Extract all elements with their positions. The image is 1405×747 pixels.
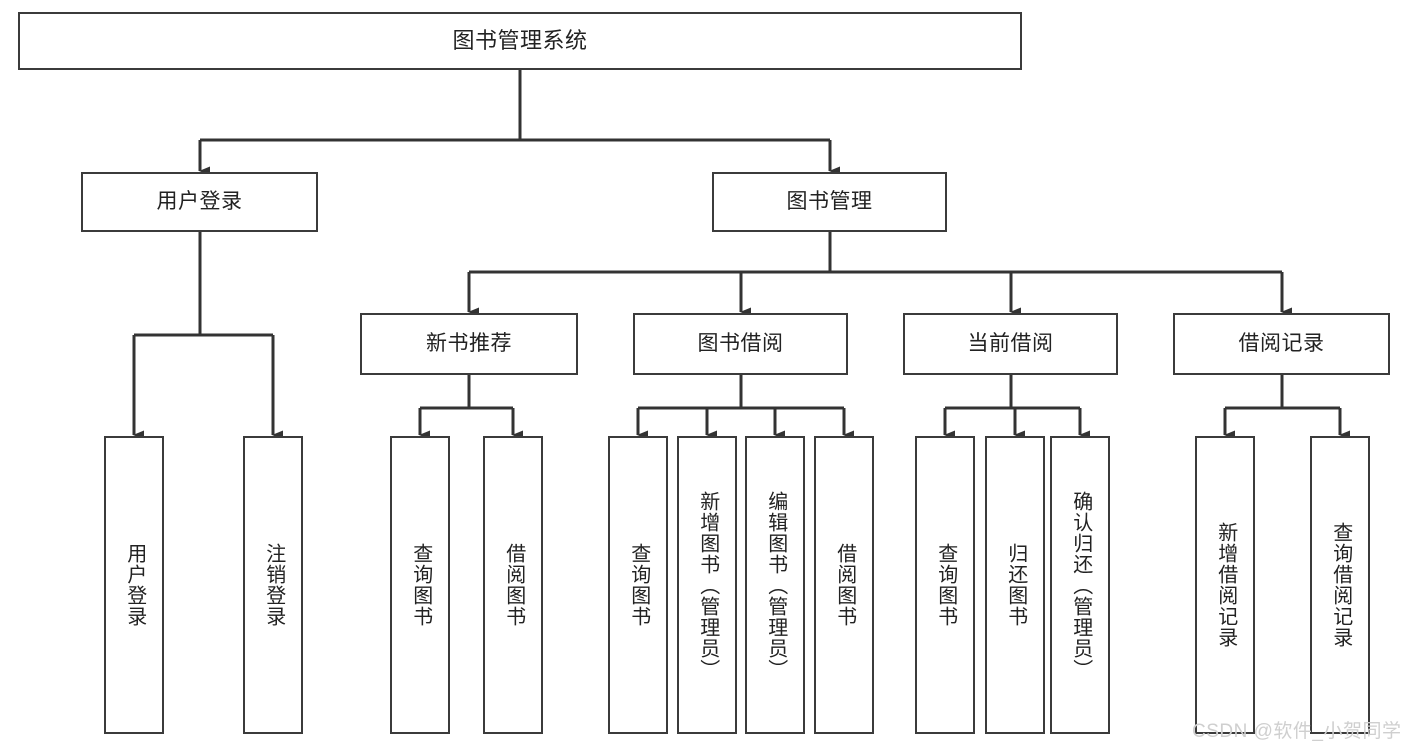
node-leaf-borrow-book-2[interactable]: 借阅图书 bbox=[814, 436, 874, 734]
node-leaf-query-record[interactable]: 查询借阅记录 bbox=[1310, 436, 1370, 734]
node-leaf-add-book[interactable]: 新增图书（管理员） bbox=[677, 436, 737, 734]
node-leaf-borrow-book-1[interactable]: 借阅图书 bbox=[483, 436, 543, 734]
node-label: 查询图书 bbox=[627, 543, 650, 627]
node-label: 用户登录 bbox=[123, 543, 146, 627]
node-leaf-return-book[interactable]: 归还图书 bbox=[985, 436, 1045, 734]
node-leaf-user-login[interactable]: 用户登录 bbox=[104, 436, 164, 734]
node-leaf-confirm-return[interactable]: 确认归还（管理员） bbox=[1050, 436, 1110, 734]
node-label: 新书推荐 bbox=[426, 332, 512, 356]
node-leaf-query-book-2[interactable]: 查询图书 bbox=[608, 436, 668, 734]
node-new-book-rec[interactable]: 新书推荐 bbox=[360, 313, 578, 375]
node-label: 新增图书（管理员） bbox=[696, 490, 719, 680]
node-label: 图书管理系统 bbox=[452, 27, 588, 53]
node-label: 图书借阅 bbox=[697, 332, 784, 356]
edges-group bbox=[132, 70, 1350, 440]
node-label: 借阅图书 bbox=[502, 543, 525, 627]
node-label: 图书管理 bbox=[786, 190, 873, 214]
node-current-borrow[interactable]: 当前借阅 bbox=[903, 313, 1118, 375]
node-leaf-logout[interactable]: 注销登录 bbox=[243, 436, 303, 734]
node-label: 借阅记录 bbox=[1238, 332, 1325, 356]
node-root[interactable]: 图书管理系统 bbox=[18, 12, 1022, 70]
node-leaf-query-book-1[interactable]: 查询图书 bbox=[390, 436, 450, 734]
node-label: 编辑图书（管理员） bbox=[764, 490, 787, 680]
node-label: 注销登录 bbox=[262, 543, 285, 627]
node-book-borrow[interactable]: 图书借阅 bbox=[633, 313, 848, 375]
node-label: 新增借阅记录 bbox=[1214, 522, 1237, 648]
node-leaf-add-record[interactable]: 新增借阅记录 bbox=[1195, 436, 1255, 734]
node-label: 查询图书 bbox=[409, 543, 432, 627]
node-leaf-edit-book[interactable]: 编辑图书（管理员） bbox=[745, 436, 805, 734]
node-leaf-query-book-3[interactable]: 查询图书 bbox=[915, 436, 975, 734]
node-label: 用户登录 bbox=[156, 190, 243, 214]
node-label: 查询借阅记录 bbox=[1329, 522, 1352, 648]
node-label: 当前借阅 bbox=[967, 332, 1054, 356]
node-user-login[interactable]: 用户登录 bbox=[81, 172, 318, 232]
node-label: 查询图书 bbox=[934, 543, 957, 627]
node-label: 借阅图书 bbox=[833, 543, 856, 627]
node-borrow-record[interactable]: 借阅记录 bbox=[1173, 313, 1390, 375]
node-book-manage[interactable]: 图书管理 bbox=[712, 172, 947, 232]
node-label: 归还图书 bbox=[1004, 543, 1027, 627]
node-label: 确认归还（管理员） bbox=[1069, 490, 1092, 680]
